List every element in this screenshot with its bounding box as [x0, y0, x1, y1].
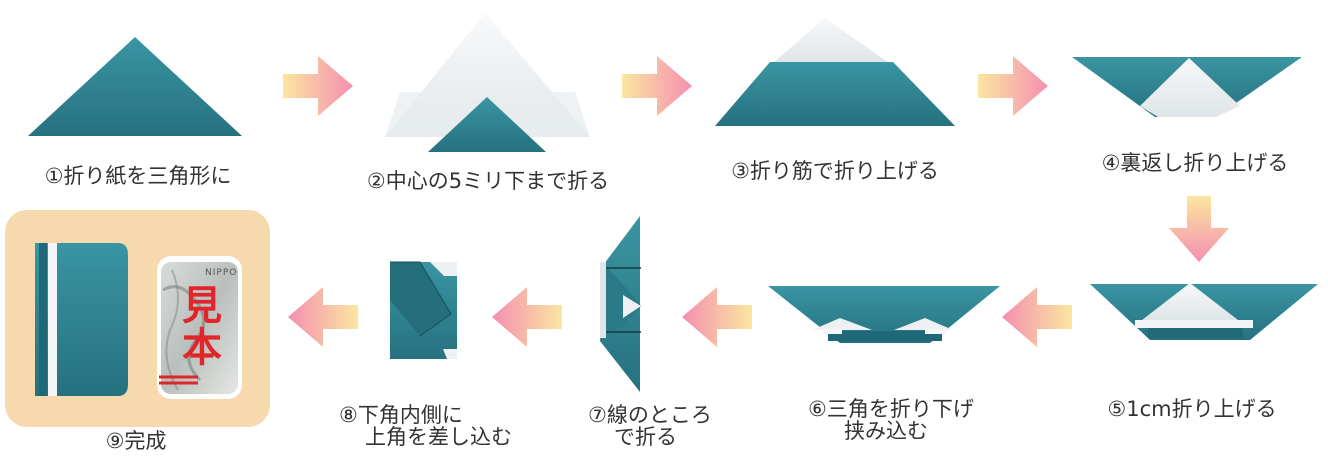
arrow-8-9: [288, 287, 358, 347]
step8-label-line2: 上角を差し込む: [365, 425, 512, 449]
step4-label: ④裏返し折り上げる: [1101, 151, 1289, 175]
arrow-2-3: [622, 56, 692, 116]
step4-fold: [1072, 57, 1302, 117]
step6-label-line1: ⑥三角を折り下げ: [808, 397, 974, 421]
arrow-6-7: [682, 287, 752, 347]
step7-label-line2: で折る: [614, 425, 677, 449]
arrow-3-4: [978, 56, 1048, 116]
step8-envelope: [390, 261, 457, 359]
step6-label: ⑥三角を折り下げ 挟み込む: [808, 398, 974, 442]
step2-label: ②中心の5ミリ下まで折る: [366, 169, 610, 193]
step9-final-panel: [5, 210, 270, 427]
arrow-7-8: [492, 287, 562, 347]
step2-fold: [385, 13, 590, 152]
banknote-label: NIPPO: [205, 268, 238, 278]
step1-label: ①折り紙を三角形に: [44, 164, 232, 188]
arrow-5-6: [1002, 287, 1072, 347]
step8-label-line1: ⑧下角内側に: [339, 403, 463, 427]
step3-fold: [715, 18, 955, 126]
step3-label: ③折り筋で折り上げる: [731, 159, 939, 183]
step9-label: ⑨完成: [105, 429, 167, 453]
step7-label-line1: ⑦線のところ: [588, 403, 712, 427]
sample-stamp: 見本: [175, 284, 221, 368]
arrow-4-5: [1169, 196, 1229, 262]
step6-label-line2: 挟み込む: [844, 419, 928, 443]
arrow-1-2: [283, 56, 353, 116]
step5-fold: [1090, 283, 1318, 340]
step8-label: ⑧下角内側に 上角を差し込む: [339, 404, 512, 448]
step1-triangle: [28, 37, 242, 136]
step7-label: ⑦線のところ で折る: [588, 404, 712, 448]
step7-fold: [600, 216, 641, 392]
step6-fold: [768, 286, 1000, 343]
step5-label: ⑤1cm折り上げる: [1107, 397, 1277, 421]
